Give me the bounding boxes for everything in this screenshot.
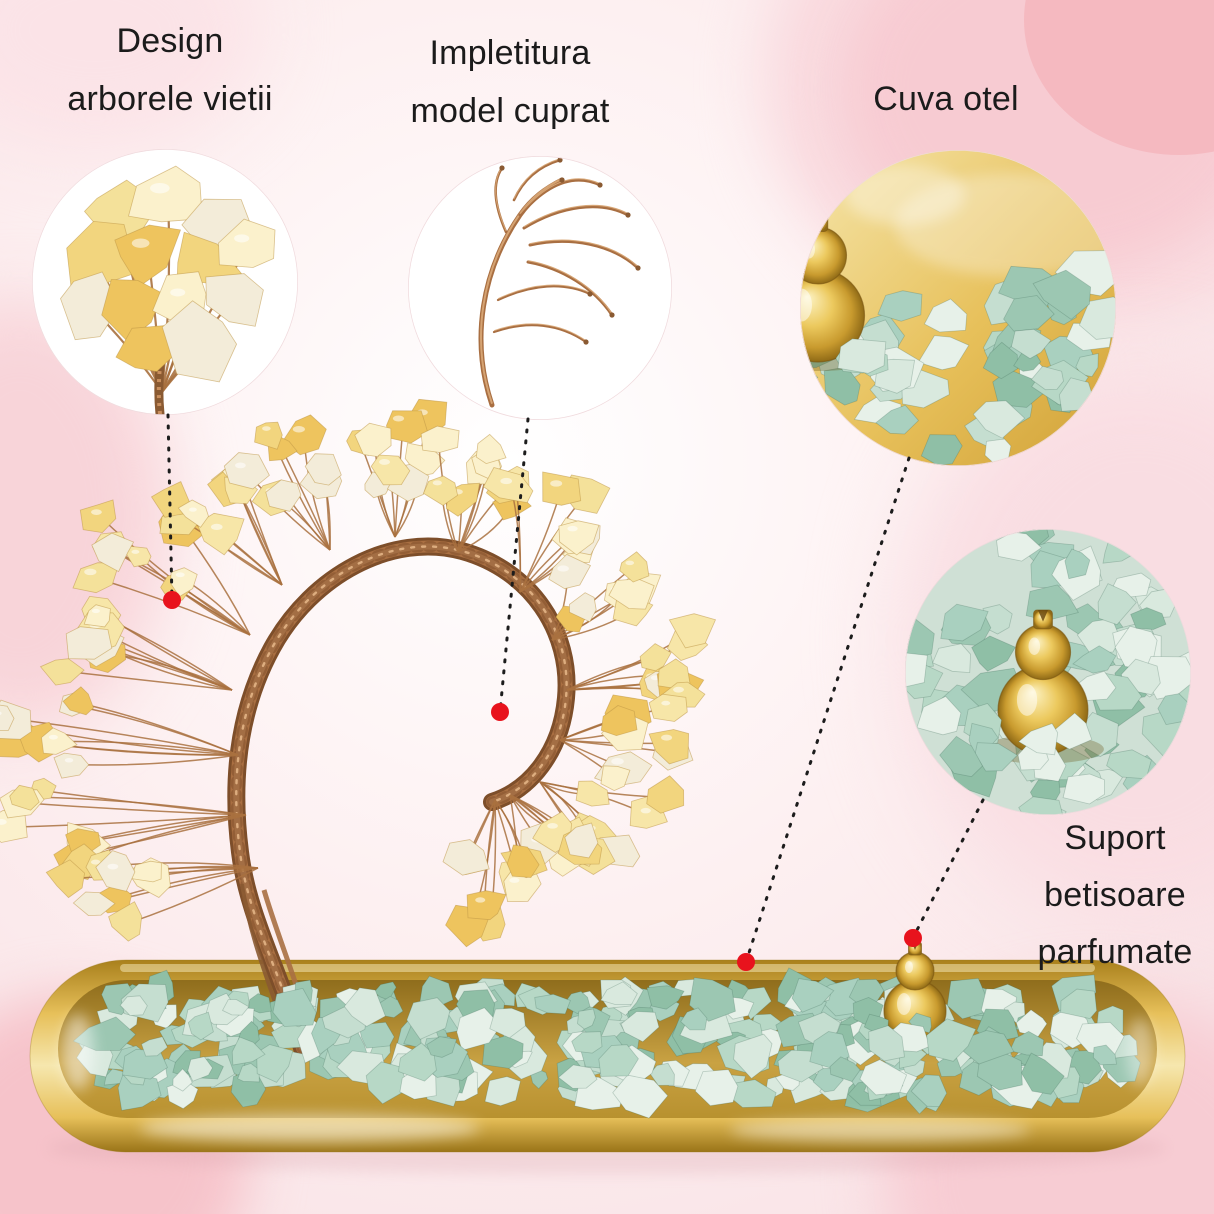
inset-steel-bowl [800, 150, 1116, 466]
callout-label-incense-holder: Suport betisoare parfumate [1016, 810, 1214, 981]
label-line: Suport [1064, 819, 1166, 857]
label-line: model cuprat [410, 92, 610, 131]
marker-dot [904, 929, 922, 947]
connector-line [911, 798, 985, 940]
marker-dot [163, 591, 181, 609]
connector-line [498, 417, 530, 714]
green-crystal-stones [62, 967, 1154, 1142]
label-line: Cuva otel [873, 80, 1019, 118]
marker-dot [737, 953, 755, 971]
crystal-tree-branches [0, 398, 717, 948]
connector-line [744, 456, 911, 964]
label-line: parfumate [1037, 933, 1193, 972]
copper-tree-trunk [227, 537, 576, 1057]
callout-label-steel-bowl: Cuva otel [818, 70, 1074, 128]
label-line: Design [116, 22, 224, 60]
inset-incense-holder [905, 529, 1191, 815]
callout-label-copper-weave: Impletitura model cuprat [372, 24, 648, 141]
marker-dot [491, 703, 509, 721]
label-line: arborele vietii [67, 80, 273, 119]
connector-lines [163, 413, 985, 971]
incense-stick-holder [863, 941, 977, 1069]
callout-label-tree-design: Design arborele vietii [40, 12, 300, 129]
label-line: Impletitura [429, 34, 591, 72]
connector-line [166, 413, 174, 602]
label-line: betisoare [1044, 876, 1186, 915]
inset-tree-design [32, 149, 298, 415]
inset-copper-weave [408, 156, 672, 420]
